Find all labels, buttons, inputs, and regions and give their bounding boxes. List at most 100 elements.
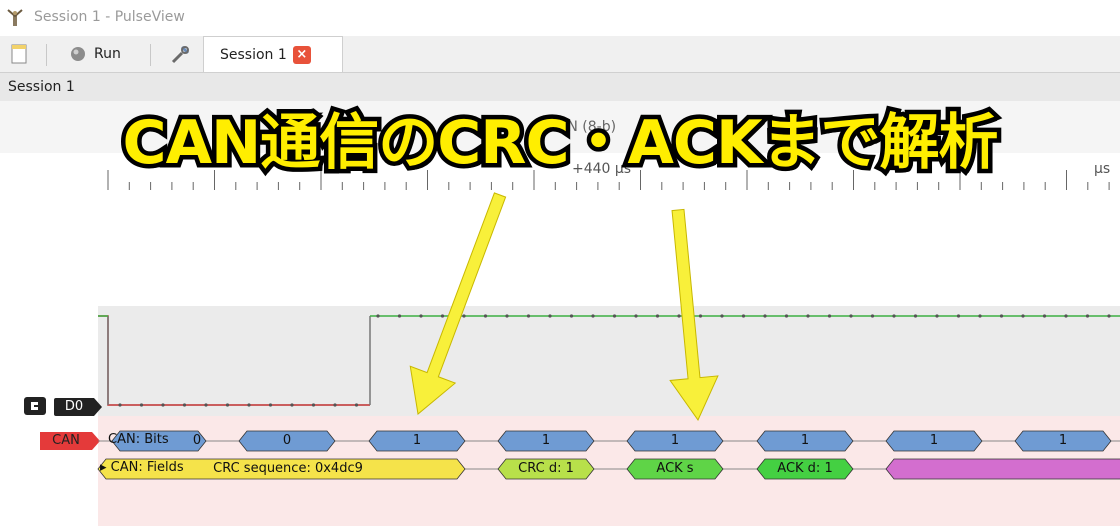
d0-trace-label[interactable]: D0: [54, 398, 94, 416]
sample-dot: [999, 314, 1004, 318]
time-ruler[interactable]: +440 µs µs: [98, 153, 1120, 195]
field-cell: [97, 458, 466, 480]
headline-caption: CAN通信のCRC・ACKまで解析: [118, 104, 1003, 183]
ruler-tick-label: +440 µs: [572, 161, 632, 177]
sample-dot: [118, 403, 122, 407]
sample-dot: [462, 314, 466, 318]
field-value: ACK d: 1: [777, 461, 833, 476]
bit-cell: [368, 430, 466, 452]
sample-dot: [1021, 314, 1025, 318]
session-title: Session 1: [8, 79, 75, 95]
toolbar-separator: [46, 44, 47, 66]
sample-dot: [182, 403, 187, 407]
bit-value: 1: [670, 433, 680, 448]
bit-value: 0: [192, 433, 202, 448]
bit-cell: [111, 430, 207, 452]
sample-dot: [720, 314, 724, 318]
main-toolbar: Run: [0, 36, 1120, 73]
sample-dot: [311, 403, 316, 407]
sample-dot: [677, 314, 681, 318]
sample-dot: [161, 403, 165, 407]
sample-dot: [591, 314, 595, 318]
sample-dot: [505, 314, 509, 318]
fields-row-text: CAN: Fields: [110, 460, 184, 475]
field-value: CRC sequence: 0x4dc9: [213, 461, 363, 476]
sample-dot: [763, 314, 767, 318]
sample-dot: [892, 314, 896, 318]
decoder-selector[interactable]: CAN (8-b): [548, 119, 617, 135]
toolbar-separator: [150, 44, 151, 66]
close-icon[interactable]: ×: [292, 45, 311, 64]
sample-dot: [935, 314, 939, 318]
field-value: ACK s: [656, 461, 694, 476]
bits-row-label: CAN: Bits: [108, 432, 169, 447]
sample-dot: [483, 314, 488, 318]
sample-dot: [333, 403, 337, 407]
sample-dot: [139, 403, 144, 407]
pulseview-app-icon: [7, 9, 23, 26]
bit-cell: [238, 430, 336, 452]
sample-dot: [290, 403, 294, 407]
annotation-arrow-icon: [669, 208, 719, 422]
bit-value: 1: [412, 433, 422, 448]
sample-dot: [569, 314, 574, 318]
fields-row-label: ▸ CAN: Fields: [100, 460, 184, 475]
sample-dot: [354, 403, 359, 407]
tools-icon: [171, 45, 190, 64]
trace-handle-icon[interactable]: [24, 397, 46, 415]
bit-cell: [885, 430, 983, 452]
field-cell: [885, 458, 1120, 480]
sample-dot: [526, 314, 531, 318]
sample-dot: [268, 403, 273, 407]
field-value: CRC d: 1: [518, 461, 574, 476]
field-cell: [497, 458, 595, 480]
bit-value: 1: [1058, 433, 1068, 448]
sample-dot: [698, 314, 703, 318]
bit-value: 1: [929, 433, 939, 448]
sample-dot: [913, 314, 918, 318]
sample-dot: [397, 314, 402, 318]
sample-dot: [806, 314, 810, 318]
run-button[interactable]: Run: [70, 42, 121, 66]
new-session-button[interactable]: [10, 42, 28, 66]
bit-value: 0: [282, 433, 292, 448]
d0-trace-area: [98, 306, 1120, 416]
sample-dot: [655, 314, 660, 318]
device-config-button[interactable]: [170, 42, 192, 66]
sample-dot: [1085, 314, 1090, 318]
tab-session-1[interactable]: Session 1 ×: [203, 36, 343, 72]
run-label: Run: [94, 46, 121, 62]
sample-dot: [204, 403, 208, 407]
sample-dot: [1064, 314, 1068, 318]
sample-dot: [634, 314, 638, 318]
session-toolbar: CAN (8-b): [0, 101, 1120, 154]
tab-label: Session 1: [220, 46, 287, 63]
can-label-arrow-icon: [92, 432, 100, 450]
field-cell: [626, 458, 724, 480]
window-title: Session 1 - PulseView: [34, 9, 185, 25]
sample-dot: [956, 314, 961, 318]
sample-dot: [849, 314, 853, 318]
sample-dot: [440, 314, 445, 318]
bit-value: 1: [800, 433, 810, 448]
sample-dot: [612, 314, 617, 318]
annotation-arrow-icon: [409, 192, 507, 415]
new-document-icon: [11, 44, 27, 64]
sample-dot: [784, 314, 789, 318]
sample-dot: [225, 403, 230, 407]
sample-dot: [1107, 314, 1111, 318]
sample-dot: [741, 314, 746, 318]
bit-value: 1: [541, 433, 551, 448]
sample-dot: [1042, 314, 1047, 318]
d0-signal-low: [98, 315, 370, 406]
bit-cell: [756, 430, 854, 452]
ruler-tick-label: µs: [1094, 161, 1111, 177]
sample-dot: [870, 314, 875, 318]
d0-label-arrow-icon: [94, 398, 102, 416]
sample-dot: [827, 314, 832, 318]
sample-dot: [247, 403, 251, 407]
sample-dot: [548, 314, 552, 318]
bit-cell: [1014, 430, 1112, 452]
can-trace-label[interactable]: CAN: [40, 432, 92, 450]
